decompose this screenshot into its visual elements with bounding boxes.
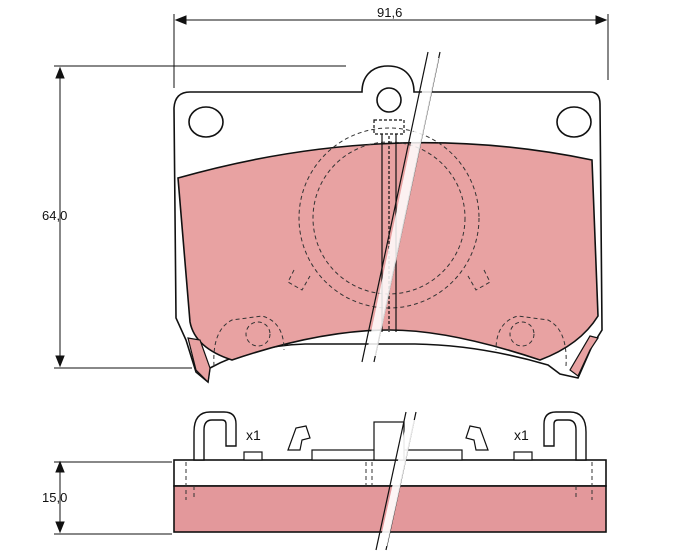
thickness-dimension xyxy=(54,460,172,535)
thickness-label: 15,0 xyxy=(42,490,67,505)
break-gap xyxy=(366,58,439,356)
height-dimension xyxy=(54,65,346,369)
right-clip-foot xyxy=(513,451,533,461)
left-lower-tab xyxy=(187,337,211,384)
left-side-tab xyxy=(287,425,311,451)
side-hidden-lines xyxy=(185,462,593,500)
width-label: 91,6 xyxy=(377,5,402,20)
right-retaining-clip xyxy=(543,411,587,461)
height-label: 64,0 xyxy=(42,208,67,223)
left-clip-quantity: x1 xyxy=(246,427,261,443)
side-backing-plate xyxy=(173,459,607,487)
side-break-gap xyxy=(379,420,415,546)
left-clip-foot xyxy=(243,451,263,461)
width-dimension xyxy=(173,14,609,88)
center-mounting-hole xyxy=(376,87,402,113)
left-retaining-clip xyxy=(193,411,237,461)
right-clip-quantity: x1 xyxy=(514,427,529,443)
right-mounting-hole xyxy=(556,106,592,138)
left-mounting-hole xyxy=(188,106,224,138)
friction-material xyxy=(177,141,599,361)
right-side-tab xyxy=(465,425,489,451)
right-lower-tab xyxy=(569,335,599,377)
